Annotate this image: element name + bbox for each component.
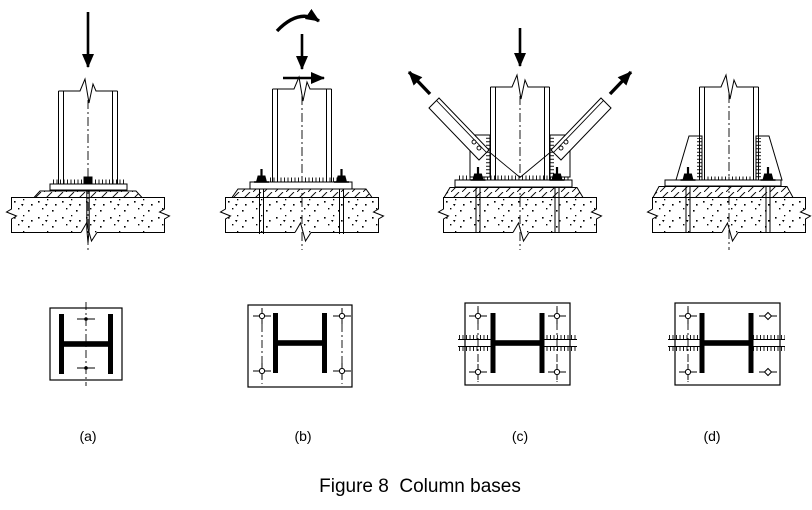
grout-layer-c — [443, 187, 584, 198]
grout-layer-a — [32, 190, 144, 198]
gusset-weld-c-right — [549, 137, 554, 176]
panel-a-elevation — [6, 12, 170, 250]
base-plate-d — [664, 179, 782, 187]
panel-d-plan — [668, 302, 785, 386]
panel-a-plan — [49, 302, 123, 386]
panel-label-d: (d) — [703, 428, 720, 444]
brace-tension-arrow-right — [608, 70, 633, 96]
weld-strip-c-right — [543, 335, 577, 351]
gusset-weld-c-left — [486, 137, 491, 176]
weld-strip-d-right — [753, 335, 785, 351]
figure-caption: Figure 8 Column bases — [319, 476, 521, 497]
panel-d-elevation — [647, 74, 811, 250]
weld-strip-c-left — [458, 335, 492, 351]
brace-member-c-right — [550, 97, 612, 161]
panel-label-a: (a) — [79, 428, 96, 444]
panel-c-elevation — [407, 28, 633, 250]
weld-hatch-d — [706, 176, 752, 180]
base-plate-c — [454, 179, 573, 188]
grout-layer-d — [652, 186, 794, 198]
panel-b-elevation — [220, 8, 384, 250]
panel-b-plan — [247, 304, 353, 388]
weld-strip-d-left — [668, 335, 700, 351]
base-plate-a — [49, 183, 128, 191]
brace-tension-arrow-left — [407, 70, 432, 96]
weld-hatch-b — [270, 177, 340, 182]
weld-hatch-c — [458, 175, 569, 180]
brace-member-c-left — [428, 97, 490, 161]
panel-label-b: (b) — [294, 428, 311, 444]
center-mark-a-top — [77, 317, 95, 321]
center-mark-a-bottom — [77, 366, 95, 370]
panel-label-c: (c) — [512, 428, 528, 444]
base-plate-b — [249, 181, 353, 190]
panel-c-plan — [458, 302, 577, 386]
moment-arrow-b — [275, 8, 320, 33]
central-anchor-a — [83, 176, 93, 244]
